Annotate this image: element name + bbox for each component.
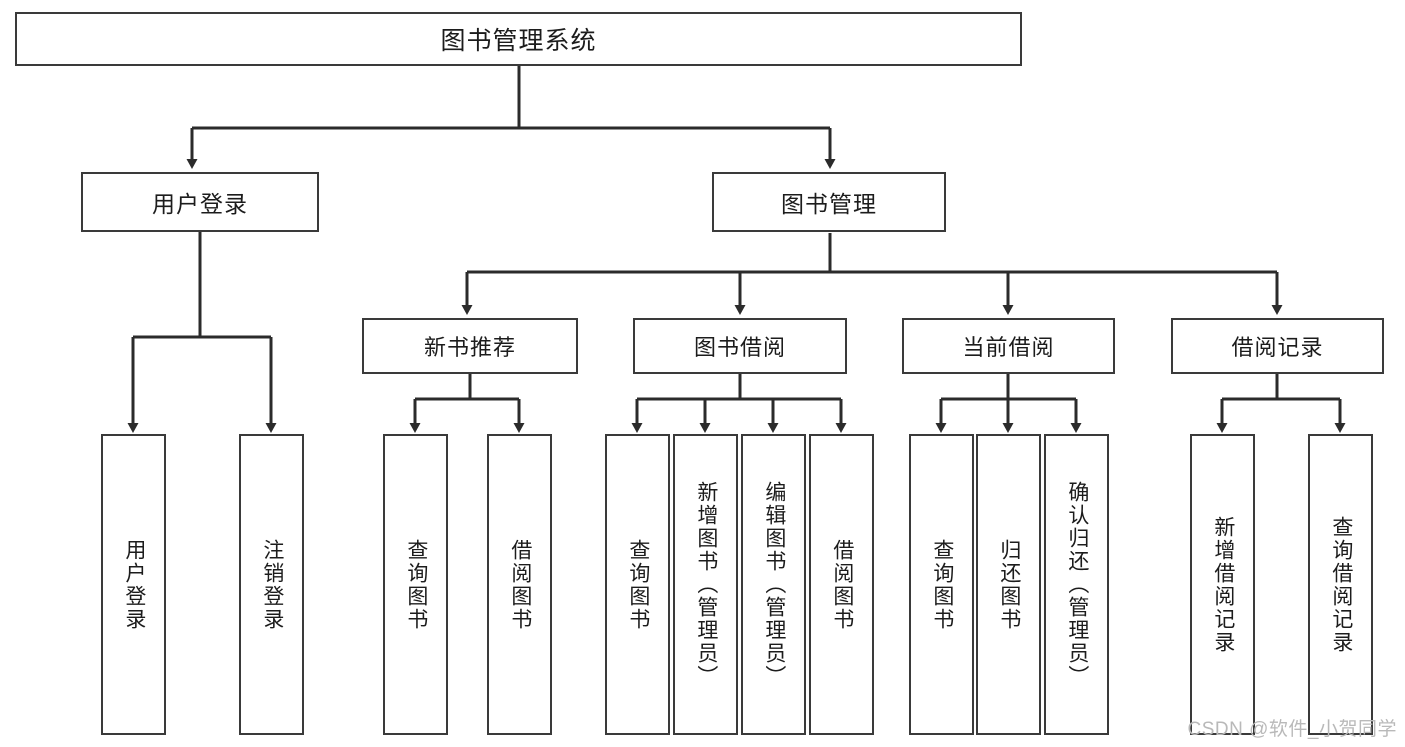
leaf-confirm-return[interactable]: 确认归还（管理员） [1044, 434, 1109, 735]
node-current-borrow[interactable]: 当前借阅 [902, 318, 1115, 374]
node-borrow-record[interactable]: 借阅记录 [1171, 318, 1384, 374]
leaf-add-book[interactable]: 新增图书（管理员） [673, 434, 738, 735]
node-root-system[interactable]: 图书管理系统 [15, 12, 1022, 66]
leaf-borrow-book-1[interactable]: 借阅图书 [487, 434, 552, 735]
node-root-system-label: 图书管理系统 [440, 27, 597, 55]
node-book-manage-label: 图书管理 [781, 191, 877, 217]
node-borrow-record-label: 借阅记录 [1231, 335, 1324, 360]
node-user-login[interactable]: 用户登录 [81, 172, 319, 232]
node-book-manage[interactable]: 图书管理 [712, 172, 946, 232]
leaf-return-book-label: 归还图书 [997, 538, 1021, 631]
leaf-confirm-return-label: 确认归还（管理员） [1065, 481, 1089, 688]
leaf-logout-label: 注销登录 [260, 538, 284, 631]
leaf-user-login[interactable]: 用户登录 [101, 434, 166, 735]
leaf-add-book-label: 新增图书（管理员） [694, 481, 718, 688]
leaf-return-book[interactable]: 归还图书 [976, 434, 1041, 735]
leaf-query-book-1[interactable]: 查询图书 [383, 434, 448, 735]
leaf-add-record-label: 新增借阅记录 [1211, 515, 1235, 654]
leaf-logout[interactable]: 注销登录 [239, 434, 304, 735]
leaf-query-record[interactable]: 查询借阅记录 [1308, 434, 1373, 735]
leaf-query-book-2-label: 查询图书 [626, 538, 650, 631]
node-book-borrow-label: 图书借阅 [693, 335, 786, 360]
leaf-user-login-label: 用户登录 [122, 538, 146, 631]
leaf-add-record[interactable]: 新增借阅记录 [1190, 434, 1255, 735]
node-new-book-recommend-label: 新书推荐 [423, 335, 516, 360]
leaf-query-record-label: 查询借阅记录 [1329, 515, 1353, 654]
leaf-edit-book-label: 编辑图书（管理员） [762, 481, 786, 688]
node-book-borrow[interactable]: 图书借阅 [633, 318, 847, 374]
leaf-borrow-book-2[interactable]: 借阅图书 [809, 434, 874, 735]
leaf-edit-book[interactable]: 编辑图书（管理员） [741, 434, 806, 735]
leaf-borrow-book-2-label: 借阅图书 [830, 538, 854, 631]
node-current-borrow-label: 当前借阅 [962, 335, 1055, 360]
node-user-login-label: 用户登录 [152, 191, 248, 217]
leaf-query-book-1-label: 查询图书 [404, 538, 428, 631]
leaf-borrow-book-1-label: 借阅图书 [508, 538, 532, 631]
leaf-query-book-3[interactable]: 查询图书 [909, 434, 974, 735]
watermark: CSDN @软件_小贺同学 [1187, 719, 1397, 740]
leaf-query-book-3-label: 查询图书 [930, 538, 954, 631]
node-new-book-recommend[interactable]: 新书推荐 [362, 318, 578, 374]
leaf-query-book-2[interactable]: 查询图书 [605, 434, 670, 735]
